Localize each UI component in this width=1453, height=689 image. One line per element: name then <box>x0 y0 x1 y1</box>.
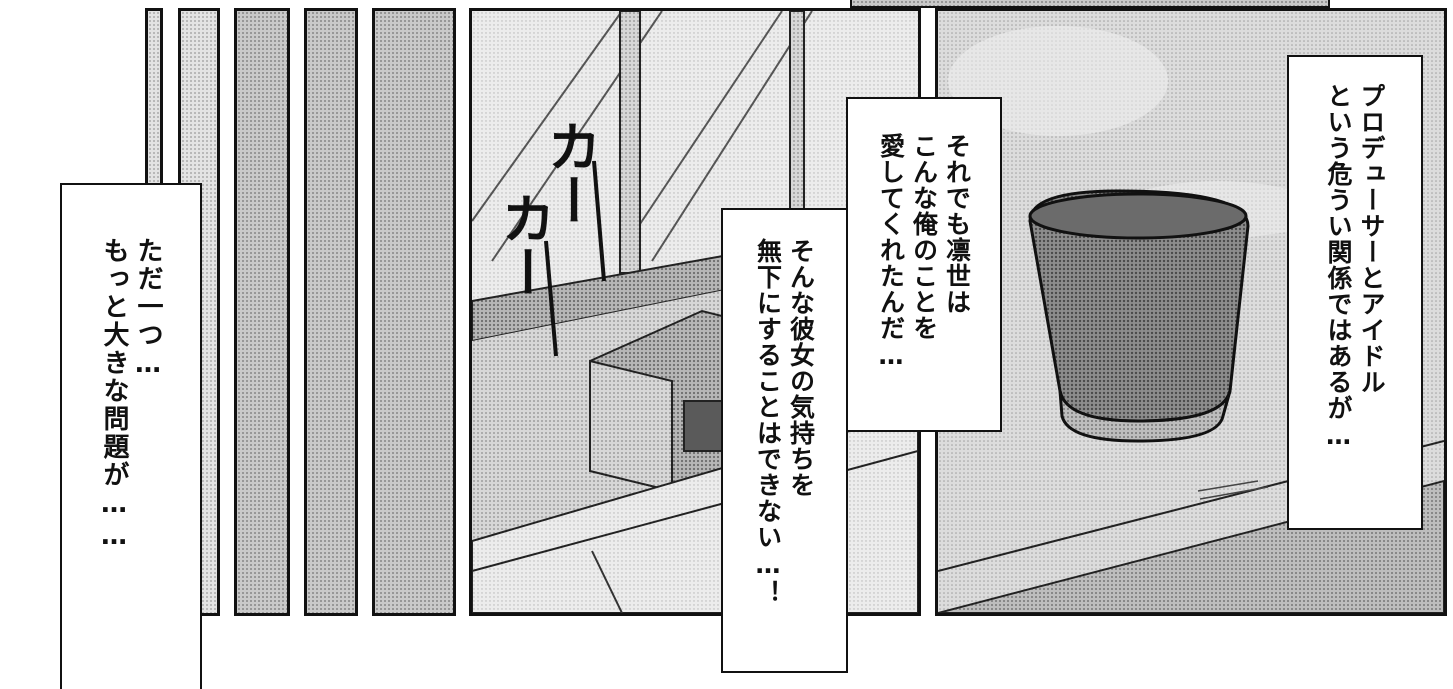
caption-middle-top-line-3: 愛してくれたんだ… <box>876 133 906 371</box>
caption-right: プロデューサーとアイドル という危うい関係ではあるが… <box>1287 55 1423 530</box>
caption-middle-bottom-line-2: 無下にすることはできない…！ <box>753 238 783 606</box>
caption-right-line-1: プロデューサーとアイドル <box>1357 83 1386 395</box>
caption-left-line-2: もっと大きな問題が…… <box>99 237 129 553</box>
caption-middle-bottom-line-1: そんな彼女の気持ちを <box>786 238 816 498</box>
caption-middle-top-line-1: それでも凛世は <box>942 133 972 315</box>
caption-left: ただ一つ… もっと大きな問題が…… <box>60 183 202 689</box>
top-fragment <box>850 0 1330 8</box>
caption-middle-top: それでも凛世は こんな俺のことを 愛してくれたんだ… <box>846 97 1002 432</box>
transition-strip-4 <box>304 8 358 616</box>
transition-strip-3 <box>234 8 290 616</box>
caption-middle-bottom: そんな彼女の気持ちを 無下にすることはできない…！ <box>721 208 848 673</box>
sfx-caw-2: カー <box>492 191 555 299</box>
sfx-caw-1: カー <box>538 119 601 227</box>
caption-middle-top-line-2: こんな俺のことを <box>909 133 939 341</box>
caption-left-line-1: ただ一つ… <box>133 237 163 381</box>
caption-right-line-2: という危うい関係ではあるが… <box>1324 83 1353 451</box>
transition-strip-5 <box>372 8 456 616</box>
